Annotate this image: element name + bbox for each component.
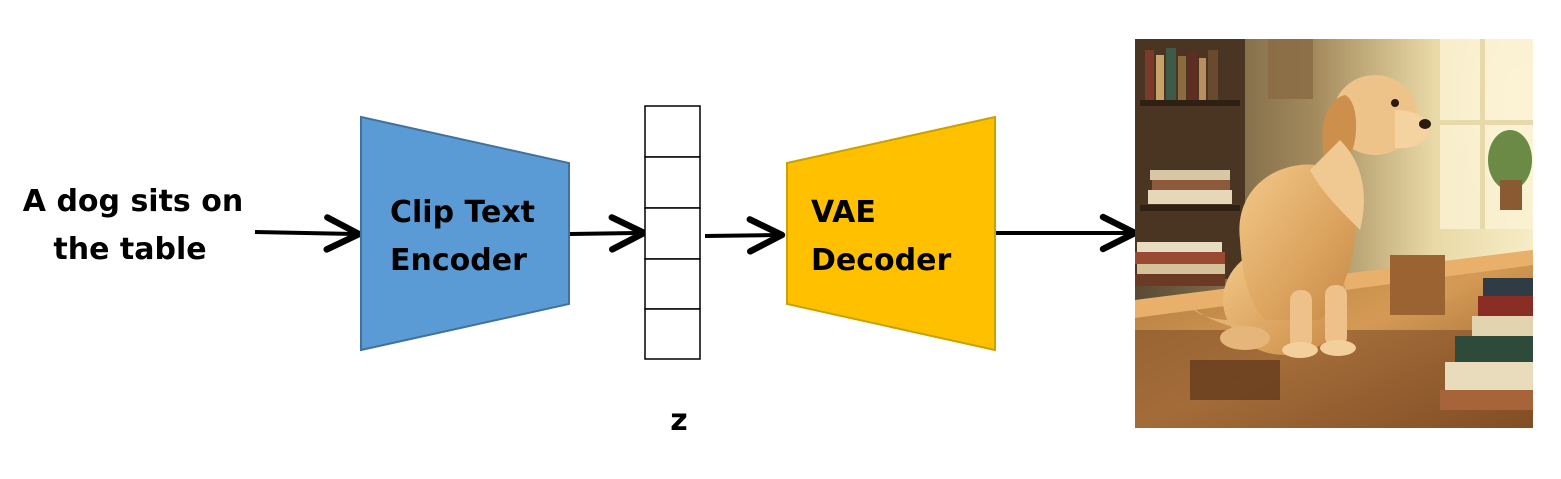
latent-cell	[644, 156, 701, 209]
clip-text-encoder-block: Clip Text Encoder	[360, 115, 570, 352]
input-prompt: A dog sits on the table	[23, 184, 243, 267]
decoder-shape	[786, 115, 996, 352]
vae-decoder-block: VAE Decoder	[786, 115, 996, 352]
input-prompt-line2: the table	[53, 232, 206, 267]
arrow-encoder-to-latent	[569, 214, 648, 253]
encoder-shape	[360, 115, 570, 352]
generated-dog-image	[1135, 39, 1533, 428]
latent-label: z	[670, 403, 687, 438]
arrow-latent-to-decoder	[704, 216, 786, 255]
decoder-label-line2: Decoder	[811, 243, 951, 278]
input-prompt-line1: A dog sits on	[23, 184, 243, 219]
encoder-label-line1: Clip Text	[390, 195, 535, 230]
latent-cell	[644, 207, 701, 260]
arrow-input-to-encoder	[254, 214, 363, 253]
latent-cell	[644, 105, 701, 158]
latent-cell	[644, 308, 701, 360]
encoder-label-line2: Encoder	[390, 243, 527, 278]
decoder-label-line1: VAE	[811, 195, 876, 230]
latent-vector: z	[644, 105, 701, 438]
latent-cell	[644, 258, 701, 310]
